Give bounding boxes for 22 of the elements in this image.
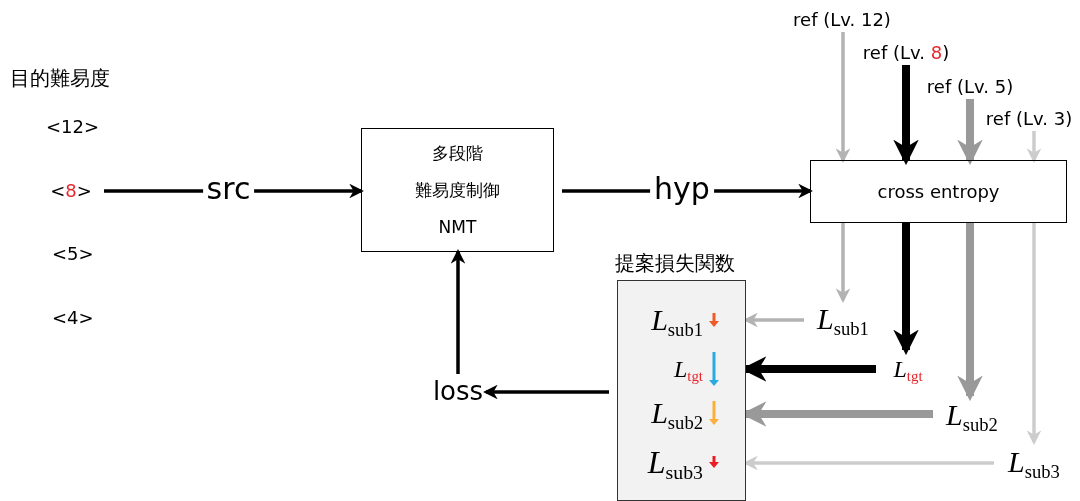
- reference-label: ref (Lv. 3): [984, 107, 1074, 131]
- difficulty-level: <12>: [46, 116, 100, 137]
- loss-term: L$_{sub1}$: [815, 301, 870, 338]
- section-heading: 目的難易度: [10, 65, 110, 92]
- loss-label: loss: [431, 375, 485, 408]
- reference-label: ref (Lv. 5): [925, 75, 1015, 99]
- loss-term: L$_{sub3}$: [1006, 444, 1061, 482]
- loss-term: L$_{tgt}$: [673, 355, 703, 387]
- difficulty-level: <4>: [52, 307, 94, 328]
- process-box: 多段階 難易度制御 NMT: [361, 128, 554, 252]
- loss-term: L$_{tgt}$: [892, 355, 924, 387]
- panel-heading: 提案損失関数: [615, 250, 735, 277]
- reference-label: ref (Lv. 8): [861, 41, 951, 65]
- loss-term: L$_{sub2}$: [651, 395, 703, 435]
- loss-term: L$_{sub3}$: [647, 443, 703, 485]
- edge-label: hyp: [650, 173, 714, 205]
- difficulty-level: <5>: [52, 243, 94, 264]
- reference-label: ref (Lv. 12): [792, 8, 892, 32]
- loss-term: L$_{sub1}$: [651, 302, 703, 342]
- difficulty-level: <8>: [49, 179, 93, 203]
- process-box: cross entropy: [810, 160, 1067, 223]
- loss-term: L$_{sub2}$: [944, 397, 999, 434]
